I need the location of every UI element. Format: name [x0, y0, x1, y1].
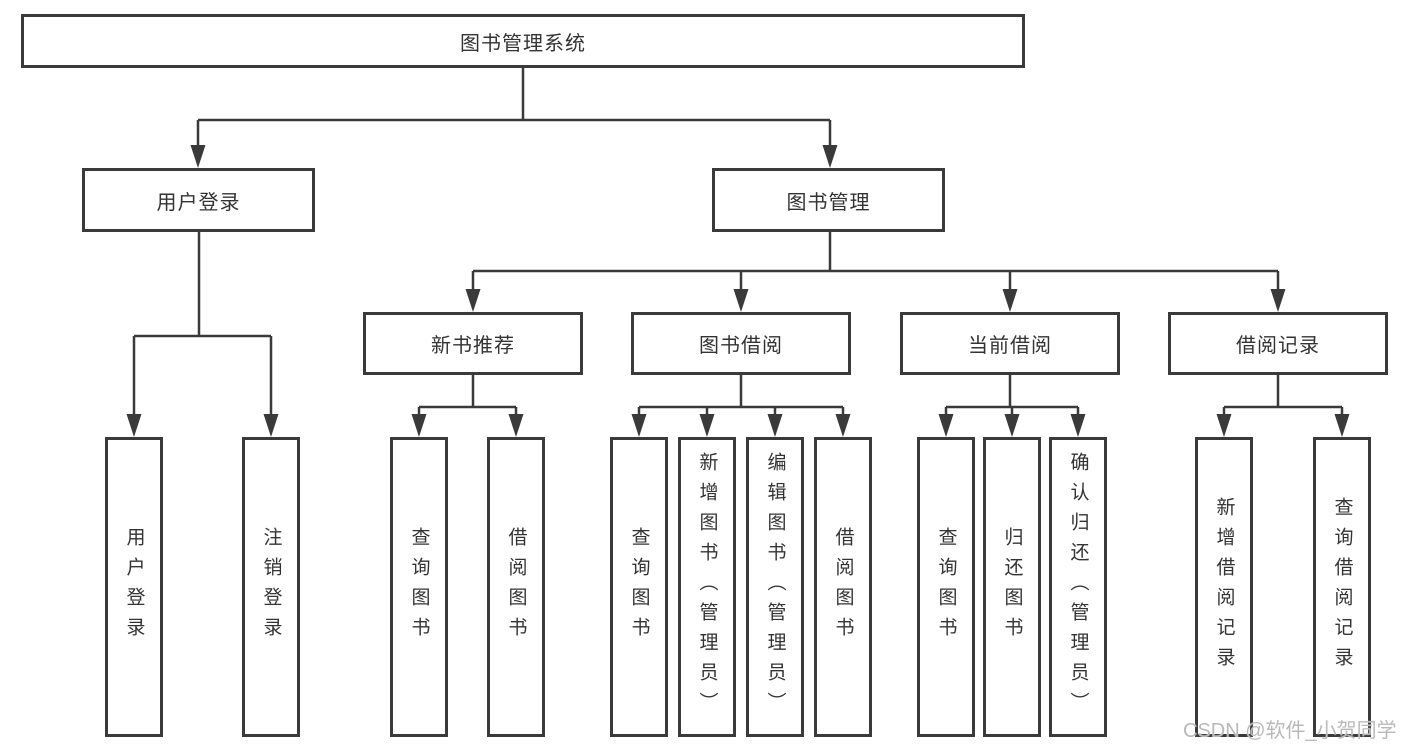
node-label: 当前借阅 [968, 335, 1052, 357]
csdn-watermark: CSDN @软件_小贺同学 [1183, 720, 1397, 742]
node-label: 借阅图书 [832, 527, 854, 647]
node-label: 查询图书 [628, 527, 650, 647]
node-book-borrow: 图书借阅 [631, 312, 851, 375]
node-label: 借阅图书 [505, 527, 527, 647]
node-label: 图书管理系统 [460, 32, 586, 55]
node-leaf-borrow-books: 借阅图书 [814, 437, 872, 737]
node-label: 编辑图书（管理员） [764, 452, 786, 722]
node-label: 借阅记录 [1236, 335, 1320, 357]
node-leaf-query-books-recommend: 查询图书 [390, 437, 448, 737]
node-label: 图书借阅 [699, 335, 783, 357]
node-label: 查询借阅记录 [1331, 497, 1353, 677]
node-leaf-edit-book-admin: 编辑图书（管理员） [746, 437, 804, 737]
node-leaf-borrow-books-recommend: 借阅图书 [487, 437, 545, 737]
node-current-borrow: 当前借阅 [900, 312, 1120, 375]
node-label: 用户登录 [123, 527, 145, 647]
node-leaf-logout: 注销登录 [242, 437, 300, 737]
node-label: 注销登录 [260, 527, 282, 647]
node-label: 用户登录 [156, 191, 241, 214]
node-label: 图书管理 [786, 191, 871, 214]
node-label: 查询图书 [935, 527, 957, 647]
node-leaf-user-login: 用户登录 [105, 437, 163, 737]
node-leaf-query-books-borrow: 查询图书 [610, 437, 668, 737]
node-label: 新增借阅记录 [1213, 497, 1235, 677]
node-label: 归还图书 [1001, 527, 1023, 647]
node-book-management: 图书管理 [712, 168, 945, 232]
node-leaf-query-books-current: 查询图书 [917, 437, 975, 737]
node-label: 查询图书 [408, 527, 430, 647]
node-label: 新书推荐 [431, 335, 515, 357]
node-leaf-confirm-return-admin: 确认归还（管理员） [1049, 437, 1107, 737]
node-label: 新增图书（管理员） [696, 452, 718, 722]
node-label: 确认归还（管理员） [1067, 452, 1089, 722]
node-leaf-add-book-admin: 新增图书（管理员） [678, 437, 736, 737]
node-root: 图书管理系统 [21, 14, 1025, 68]
node-user-login: 用户登录 [82, 168, 315, 232]
node-leaf-add-borrow-record: 新增借阅记录 [1195, 437, 1253, 737]
node-borrow-records: 借阅记录 [1168, 312, 1388, 375]
node-leaf-return-book: 归还图书 [983, 437, 1041, 737]
node-leaf-query-borrow-record: 查询借阅记录 [1313, 437, 1371, 737]
arrowheads [126, 145, 1350, 437]
node-new-book-recommend: 新书推荐 [363, 312, 583, 375]
